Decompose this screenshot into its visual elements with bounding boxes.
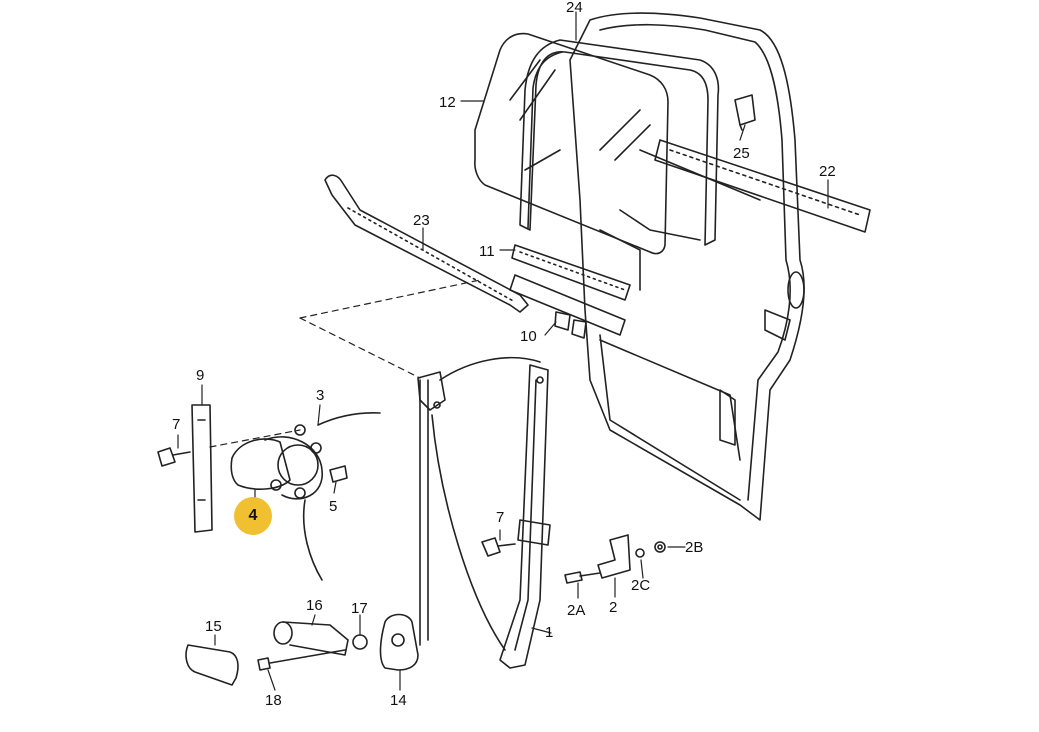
callout-2b: 2B <box>685 539 704 556</box>
window-glass-12 <box>474 32 669 255</box>
callout-23: 23 <box>413 212 430 229</box>
clip-10 <box>554 311 587 339</box>
callout-12: 12 <box>439 94 456 111</box>
callout-2: 2 <box>609 599 618 616</box>
callout-16: 16 <box>306 597 323 614</box>
callout-5: 5 <box>329 498 338 515</box>
callout-18: 18 <box>265 692 282 709</box>
callout-7-right: 7 <box>496 509 505 526</box>
callout-24: 24 <box>566 0 583 16</box>
callout-4-highlighted[interactable]: 4 <box>234 497 272 535</box>
window-regulator-1 <box>417 356 551 669</box>
callout-14: 14 <box>390 692 407 709</box>
screw-18 <box>257 649 346 671</box>
callout-22: 22 <box>819 163 836 180</box>
bolt-5 <box>329 465 348 483</box>
bracket-9 <box>191 404 213 533</box>
washer-17 <box>352 634 368 650</box>
callout-10: 10 <box>520 328 537 345</box>
callout-17: 17 <box>351 600 368 617</box>
callout-1: 1 <box>545 624 554 641</box>
bracket-2 <box>564 534 666 584</box>
callout-25: 25 <box>733 145 750 162</box>
callout-11: 11 <box>479 243 495 260</box>
strip-11 <box>509 244 631 336</box>
callout-15: 15 <box>205 618 222 635</box>
inner-seal-23 <box>324 174 529 313</box>
clip-25 <box>734 94 756 131</box>
leader-lines <box>177 11 829 691</box>
handle-16 <box>273 621 349 656</box>
callout-2c: 2C <box>631 577 651 594</box>
callout-9: 9 <box>196 367 205 384</box>
bezel-14 <box>379 613 419 671</box>
callout-7-left: 7 <box>172 416 181 433</box>
handle-cover-15 <box>185 644 239 686</box>
guide-bar-22 <box>654 139 871 233</box>
callout-4-label: 4 <box>248 507 258 524</box>
motor-4 <box>230 412 381 581</box>
callout-2a: 2A <box>567 602 586 619</box>
callout-3: 3 <box>316 387 325 404</box>
bolt-7-right <box>481 537 516 557</box>
window-seal-24 <box>519 39 720 246</box>
door-shell <box>569 12 805 521</box>
projection-lines <box>209 279 481 448</box>
bolt-7-left <box>157 447 191 467</box>
